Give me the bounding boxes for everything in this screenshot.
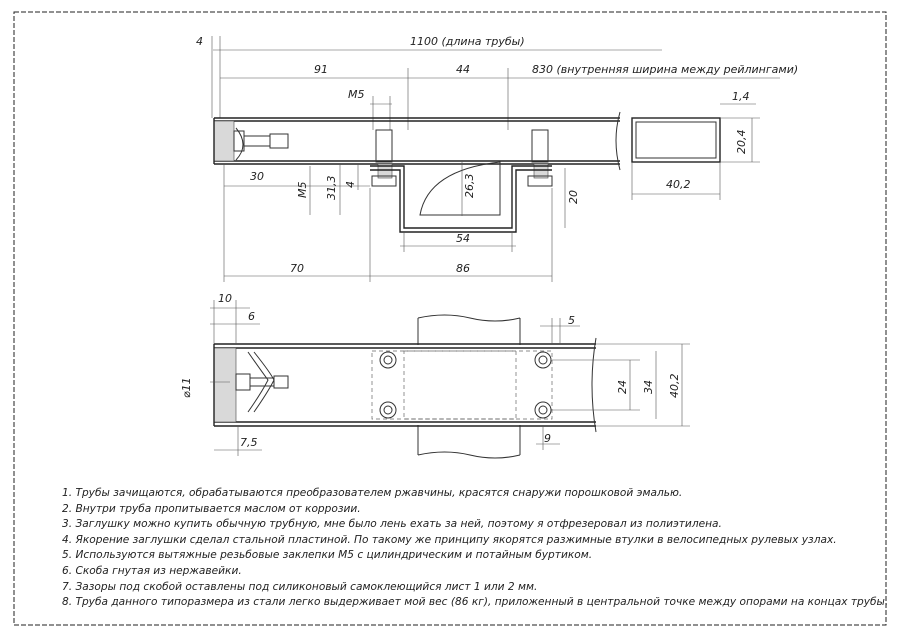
- dim-20-4: 20,4: [735, 130, 748, 155]
- dim-4-small: 4: [344, 181, 357, 188]
- dim-20: 20: [567, 190, 580, 204]
- dim-diameter-11: ⌀11: [180, 377, 193, 398]
- note-2: 2. Внутри труба пропитывается маслом от …: [62, 502, 361, 515]
- dim-6: 6: [248, 310, 255, 323]
- note-1: 1. Трубы зачищаются, обрабатываются прео…: [62, 487, 683, 499]
- note-4: 4. Якорение заглушки сделал стальной пла…: [62, 533, 837, 546]
- dim-9: 9: [544, 432, 551, 445]
- tube-cross-section: [631, 103, 760, 200]
- note-7: 7. Зазоры под скобой оставлены под силик…: [62, 580, 538, 593]
- dim-40-2-section: 40,2: [666, 178, 691, 191]
- dim-4: 4: [196, 35, 203, 48]
- dim-overall-length: 1100 (длина трубы): [410, 35, 525, 48]
- dim-26-3: 26,3: [463, 174, 476, 199]
- dim-24: 24: [616, 380, 629, 394]
- dim-7-5: 7,5: [240, 436, 258, 449]
- notes-list: 1. Трубы зачищаются, обрабатываются прео…: [62, 486, 889, 611]
- dim-34: 34: [642, 380, 655, 394]
- note-5: 5. Используются вытяжные резьбовые закле…: [62, 549, 593, 562]
- dim-10: 10: [218, 292, 232, 305]
- note-8: 8. Труба данного типоразмера из стали ле…: [62, 596, 889, 609]
- dim-1-4: 1,4: [732, 90, 750, 103]
- sheet-frame: [13, 11, 887, 626]
- dim-31-3: 31,3: [325, 176, 338, 201]
- dim-91: 91: [314, 63, 328, 76]
- dim-70: 70: [290, 262, 304, 275]
- side-section-view: [211, 36, 780, 282]
- dim-m5-top: М5: [348, 88, 365, 101]
- plan-view: [210, 300, 690, 459]
- dim-44: 44: [456, 63, 470, 76]
- dim-inner-width: 830 (внутренняя ширина между рейлингами): [532, 63, 798, 76]
- dim-86: 86: [456, 262, 470, 275]
- dim-40-2-plan: 40,2: [668, 374, 681, 399]
- note-6: 6. Скоба гнутая из нержавейки.: [62, 564, 242, 577]
- dim-m5-side: М5: [296, 182, 309, 199]
- dim-54: 54: [456, 232, 470, 245]
- dim-30: 30: [250, 170, 264, 183]
- dim-5: 5: [568, 314, 575, 327]
- note-3: 3. Заглушку можно купить обычную трубную…: [62, 518, 722, 531]
